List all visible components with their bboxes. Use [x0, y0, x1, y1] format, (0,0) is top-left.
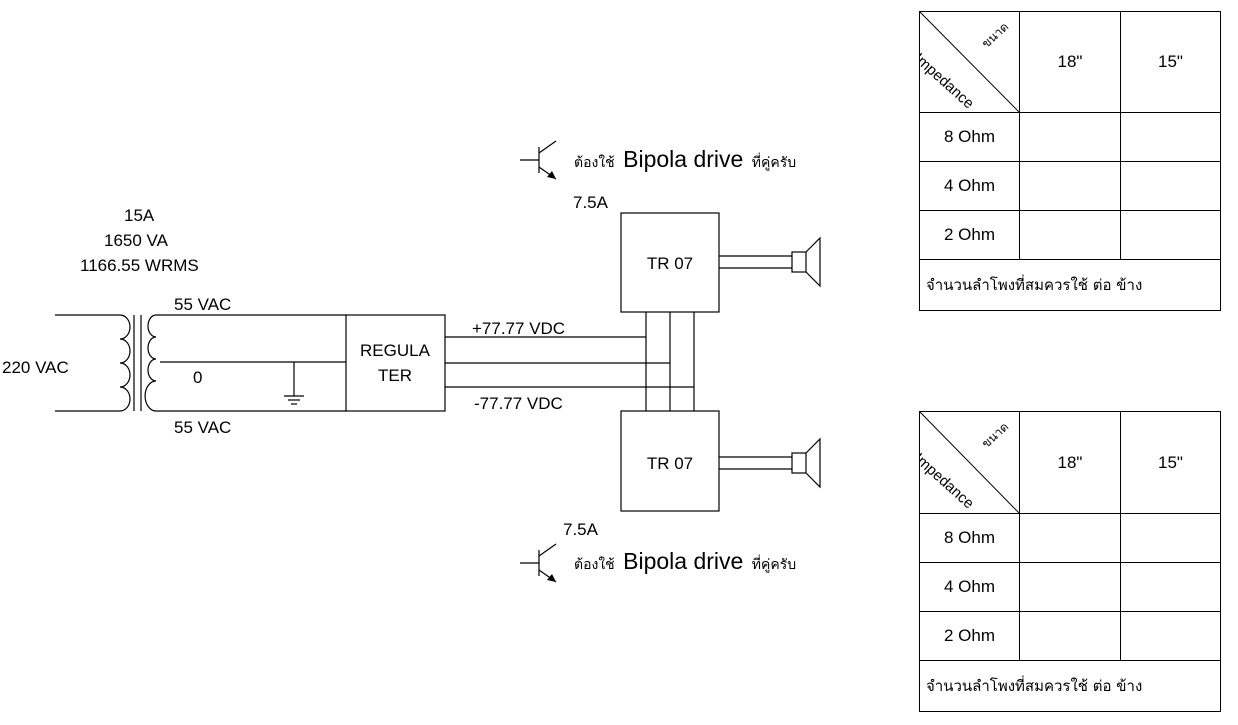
amp-current-top: 7.5A	[573, 193, 609, 212]
amp-label-top: TR 07	[647, 254, 693, 273]
transistor-icon-bottom	[520, 543, 557, 583]
table-row: 4 Ohm	[919, 562, 1221, 612]
secondary-bottom-label: 55 VAC	[174, 418, 231, 437]
table-header-corner: ขนาด Impedance	[919, 11, 1020, 113]
amp-box-top	[620, 212, 720, 313]
transformer	[55, 314, 346, 412]
table-footer: จำนวนลำโพงที่สมควรใช้ ต่อ ข้าง	[919, 259, 1221, 311]
transistor-icon-top	[520, 140, 557, 180]
va-label: 1650 VA	[104, 231, 169, 250]
secondary-mid-label: 0	[193, 368, 202, 387]
table-row: 2 Ohm	[919, 210, 1221, 260]
row-label: 8 Ohm	[919, 513, 1020, 563]
amp-label-bottom: TR 07	[647, 454, 693, 473]
table-row: 8 Ohm	[919, 513, 1221, 563]
wrms-label: 1166.55 WRMS	[80, 256, 199, 275]
table-header-corner: ขนาด Impedance	[919, 411, 1020, 514]
table-cell[interactable]	[1019, 562, 1121, 612]
drive-note-main-bottom: Bipola drive	[623, 548, 743, 574]
column-header: 15"	[1120, 11, 1221, 113]
drive-note-bottom: ต้องใช้ Bipola drive ที่คู่ครับ	[574, 548, 796, 574]
negative-rail-label: -77.77 VDC	[474, 394, 563, 413]
positive-rail-label: +77.77 VDC	[472, 319, 565, 338]
table-cell[interactable]	[1120, 513, 1221, 563]
table-cell[interactable]	[1120, 210, 1221, 260]
column-header: 18"	[1019, 11, 1121, 113]
column-header: 15"	[1120, 411, 1221, 514]
table-footer: จำนวนลำโพงที่สมควรใช้ ต่อ ข้าง	[919, 660, 1221, 712]
row-label: 4 Ohm	[919, 161, 1020, 211]
column-header: 18"	[1019, 411, 1121, 514]
current-label: 15A	[124, 206, 155, 225]
regulator-label-line2: TER	[378, 366, 412, 385]
dc-rails	[445, 312, 695, 411]
row-label: 2 Ohm	[919, 611, 1020, 661]
header-diagonal	[920, 12, 1019, 112]
row-label: 4 Ohm	[919, 562, 1020, 612]
secondary-top-label: 55 VAC	[174, 295, 231, 314]
table-cell[interactable]	[1120, 611, 1221, 661]
speaker-icon-top	[719, 236, 821, 288]
table-cell[interactable]	[1120, 112, 1221, 162]
table-cell[interactable]	[1019, 112, 1121, 162]
drive-note-suffix-bottom: ที่คู่ครับ	[752, 555, 796, 573]
drive-note-prefix-top: ต้องใช้	[574, 154, 615, 171]
table-cell[interactable]	[1019, 161, 1121, 211]
primary-coil	[55, 314, 131, 412]
table-cell[interactable]	[1120, 161, 1221, 211]
table-row: 4 Ohm	[919, 161, 1221, 211]
drive-note-suffix-top: ที่คู่ครับ	[752, 153, 796, 171]
secondary-coil	[144, 314, 157, 412]
speaker-table-bottom: ขนาด Impedance 18" 15" 8 Ohm 4 Ohm 2 Ohm…	[919, 411, 1221, 712]
table-cell[interactable]	[1019, 513, 1121, 563]
input-voltage-label: 220 VAC	[2, 358, 69, 377]
table-cell[interactable]	[1120, 562, 1221, 612]
ground-symbol	[284, 362, 304, 405]
header-diagonal	[920, 412, 1019, 513]
table-cell[interactable]	[1019, 210, 1121, 260]
drive-note-main-top: Bipola drive	[623, 146, 743, 172]
speaker-table-top: ขนาด Impedance 18" 15" 8 Ohm 4 Ohm 2 Ohm…	[919, 11, 1221, 311]
table-row: 8 Ohm	[919, 112, 1221, 162]
drive-note-top: ต้องใช้ Bipola drive ที่คู่ครับ	[574, 146, 796, 172]
table-row: 2 Ohm	[919, 611, 1221, 661]
table-cell[interactable]	[1019, 611, 1121, 661]
row-label: 2 Ohm	[919, 210, 1020, 260]
regulator-label-line1: REGULA	[360, 341, 431, 360]
drive-note-prefix-bottom: ต้องใช้	[574, 556, 615, 573]
row-label: 8 Ohm	[919, 112, 1020, 162]
speaker-icon-bottom	[719, 437, 821, 489]
regulator-box	[345, 314, 446, 412]
amp-current-bottom: 7.5A	[563, 520, 599, 539]
amp-box-bottom	[620, 410, 720, 512]
